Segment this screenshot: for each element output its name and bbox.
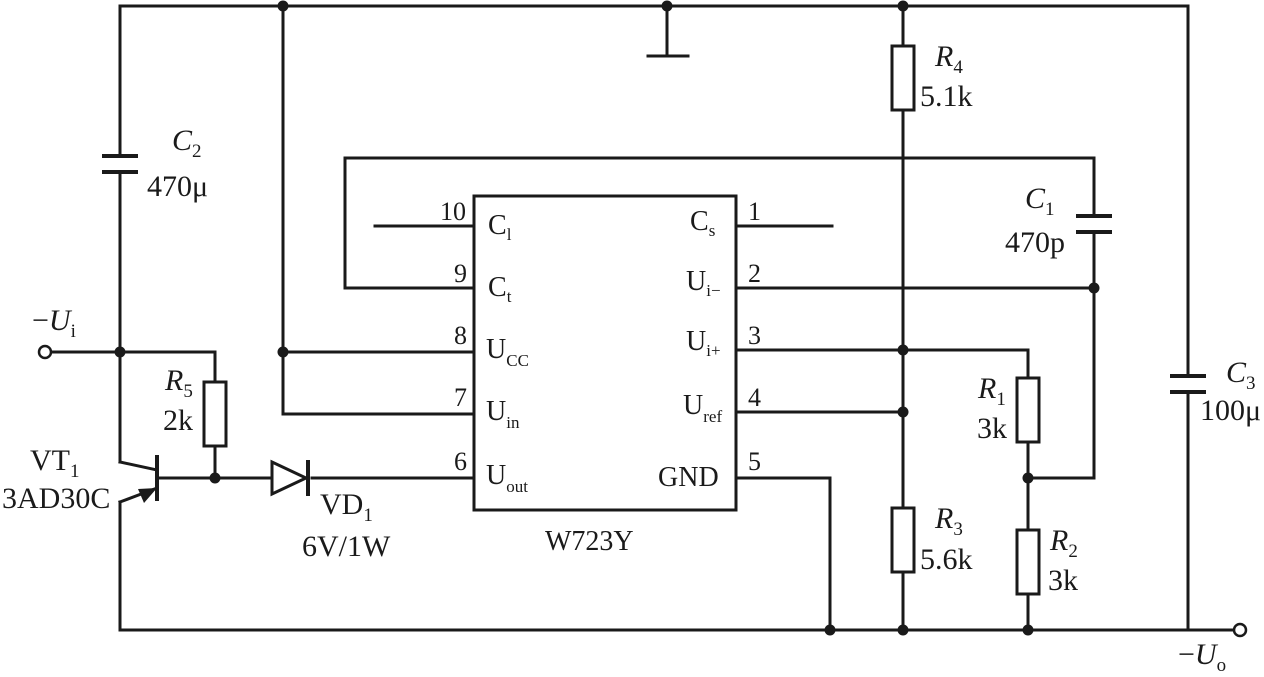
vd1-ref: VD1 [320,488,373,526]
c1-ref: C1 [1025,182,1055,220]
capacitor-c3 [1170,374,1206,394]
ic-pin-numbers: 1 2 3 4 5 6 7 8 9 10 [440,197,761,476]
pin-name-6: Uout [486,460,528,496]
r1-ref: R1 [977,372,1006,410]
ic-name: W723Y [545,526,634,557]
resistor-r3 [890,506,916,574]
c3-ref: C3 [1226,356,1256,394]
pin-number-4: 4 [748,383,761,412]
r2-value: 3k [1048,564,1078,597]
resistor-r1 [1015,376,1041,444]
c2-value: 470μ [147,170,208,203]
pin-name-9: Ct [488,272,512,306]
c3-value: 100μ [1200,394,1261,427]
diode-vd1 [270,459,310,497]
r5-ref: R5 [164,364,193,402]
pin-name-2: Ui− [686,266,721,300]
c2-ref: C2 [172,124,202,162]
pin-name-3: Ui+ [686,326,721,360]
r4-value: 5.1k [920,80,973,113]
c1-value: 470p [1005,226,1065,259]
vd1-value: 6V/1W [302,530,391,563]
r2-ref: R2 [1049,524,1078,562]
resistor-r4 [890,44,916,112]
pin-number-5: 5 [748,447,761,476]
pin-name-7: Uin [486,396,520,432]
pin-name-10: Cl [488,210,512,244]
resistor-r2 [1015,528,1041,596]
r4-ref: R4 [934,40,963,78]
pin-number-2: 2 [748,259,761,288]
ic-pin-names: Cl Ct UCC Uin Uout Cs Ui− Ui+ Uref GND [486,206,722,496]
r3-value: 5.6k [920,543,973,576]
pin-name-5: GND [658,462,719,493]
junction-dots [114,0,1100,636]
pin-number-10: 10 [440,197,466,226]
capacitor-c1 [1076,214,1112,234]
r1-value: 3k [977,412,1007,445]
resistor-r5 [202,380,228,448]
output-terminal-label: −Uo [1178,638,1226,676]
pin-name-1: Cs [690,206,715,240]
capacitor-c2 [102,154,138,174]
input-terminal-label: −Ui [32,304,76,342]
ic-w723y-body [472,194,738,512]
pin-name-8: UCC [486,334,529,370]
pin-number-1: 1 [748,197,761,226]
wires [50,4,1236,632]
vt1-ref: VT1 [30,444,80,482]
pin-number-7: 7 [454,383,467,412]
pin-number-8: 8 [454,321,467,350]
pin-number-6: 6 [454,447,467,476]
output-terminal [1232,622,1248,638]
transistor-vt1 [118,455,159,504]
input-terminal [37,344,53,360]
r5-value: 2k [163,404,193,437]
pin-number-9: 9 [454,259,467,288]
vt1-value: 3AD30C [2,482,110,515]
pin-name-4: Uref [683,390,722,426]
pin-number-3: 3 [748,321,761,350]
r3-ref: R3 [934,502,963,540]
